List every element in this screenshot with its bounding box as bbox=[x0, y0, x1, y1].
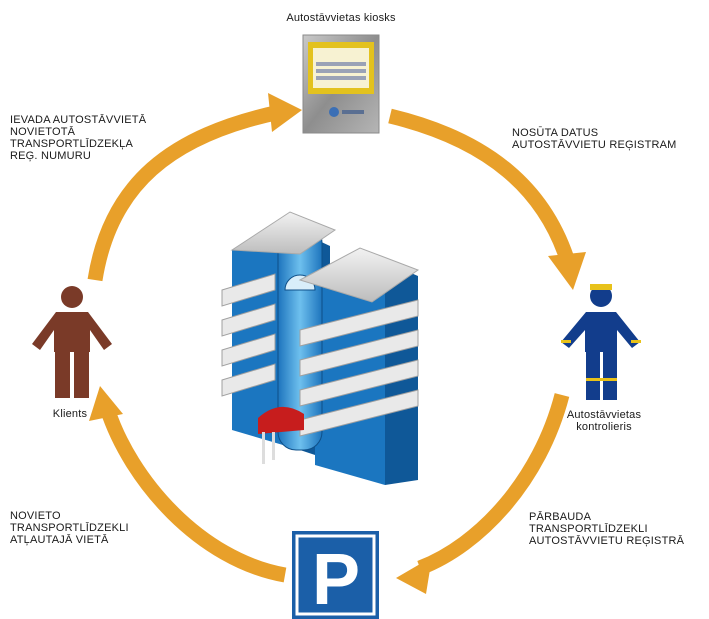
arrowhead-sign bbox=[396, 557, 432, 594]
step-4-line: ATĻAUTAJĀ VIETĀ bbox=[10, 534, 109, 546]
arrowhead-client bbox=[89, 386, 123, 421]
step-2-line: NOSŪTA DATUS bbox=[512, 127, 599, 139]
controller-caption: Autostāvvietas kontrolieris bbox=[566, 409, 642, 433]
arrowhead-kiosk bbox=[268, 93, 302, 132]
cycle-arrows bbox=[87, 104, 576, 583]
kiosk-caption: Autostāvvietas kiosks bbox=[286, 12, 396, 24]
parking-kiosk-icon bbox=[302, 34, 380, 134]
step-1-line: TRANSPORTLĪDZEKĻA bbox=[10, 138, 134, 150]
arrow-sign-to-client bbox=[99, 405, 287, 583]
controller-person-icon bbox=[561, 284, 641, 400]
arrow-kiosk-to-controller bbox=[388, 108, 576, 265]
person-icon bbox=[32, 286, 112, 398]
step-1-line: REĢ. NUMURU bbox=[10, 150, 92, 162]
client-caption: Klients bbox=[52, 408, 88, 420]
controller-caption-line: Autostāvvietas bbox=[566, 409, 642, 421]
step-2-label: NOSŪTA DATUS AUTOSTĀVVIETU REĢISTRAM bbox=[512, 127, 677, 151]
arrow-heads bbox=[89, 93, 586, 594]
step-1-line: IEVADA AUTOSTĀVVIETĀ bbox=[10, 114, 147, 126]
step-3-label: PĀRBAUDA TRANSPORTLĪDZEKLI AUTOSTĀVVIETU… bbox=[529, 511, 684, 547]
parking-sign-icon: P bbox=[292, 531, 379, 619]
step-4-line: TRANSPORTLĪDZEKLI bbox=[10, 522, 129, 534]
parking-sign-letter: P bbox=[312, 540, 360, 619]
arrow-controller-to-sign bbox=[417, 393, 570, 576]
step-3-line: TRANSPORTLĪDZEKLI bbox=[529, 523, 648, 535]
step-3-line: PĀRBAUDA bbox=[529, 511, 592, 523]
step-4-line: NOVIETO bbox=[10, 510, 61, 522]
step-2-line: AUTOSTĀVVIETU REĢISTRAM bbox=[512, 139, 677, 151]
step-1-label: IEVADA AUTOSTĀVVIETĀ NOVIETOTĀ TRANSPORT… bbox=[10, 114, 146, 162]
step-1-line: NOVIETOTĀ bbox=[10, 126, 76, 138]
arrow-client-to-kiosk bbox=[87, 104, 282, 282]
arrowhead-controller bbox=[548, 252, 586, 290]
parking-garage-building-icon bbox=[221, 211, 420, 485]
step-3-line: AUTOSTĀVVIETU REĢISTRĀ bbox=[529, 535, 685, 547]
controller-caption-line: kontrolieris bbox=[576, 421, 632, 433]
step-4-label: NOVIETO TRANSPORTLĪDZEKLI ATĻAUTAJĀ VIET… bbox=[10, 510, 129, 546]
